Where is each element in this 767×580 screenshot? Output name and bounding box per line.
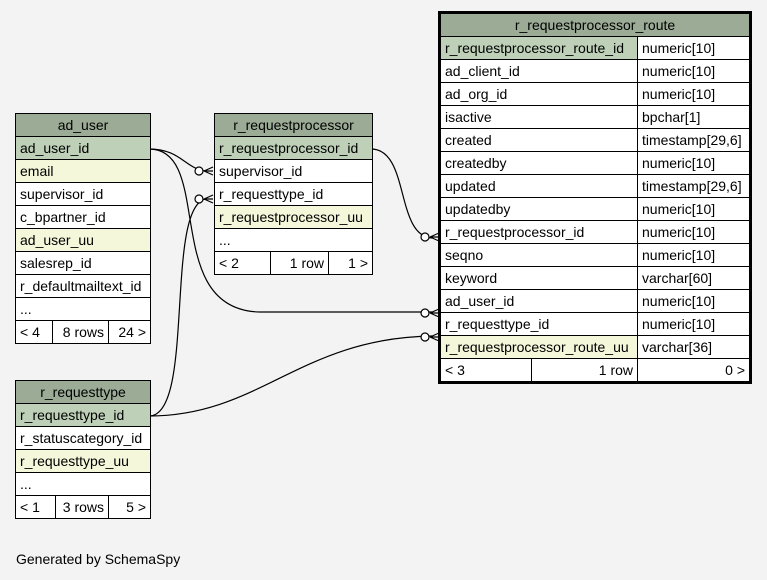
column-name[interactable]: createdby: [439, 151, 638, 175]
column-row[interactable]: c_bpartner_id: [14, 205, 152, 229]
row-count: 3 rows: [55, 495, 109, 519]
edge-end-circle: [420, 232, 430, 242]
column-row[interactable]: r_requesttype_id: [213, 182, 374, 206]
column-row[interactable]: salesrep_id: [14, 251, 152, 275]
column-type: varchar[36]: [636, 335, 752, 359]
column-type: timestamp[29,6]: [636, 174, 752, 198]
column-row[interactable]: ad_user_uu: [14, 228, 152, 252]
row-count: 1 row: [531, 358, 638, 383]
parents-count: < 4: [15, 320, 53, 344]
children-count: 24 >: [107, 320, 152, 344]
column-type: bpchar[1]: [636, 105, 752, 129]
column-row[interactable]: email: [14, 159, 152, 183]
column-name[interactable]: updated: [439, 174, 638, 198]
column-name[interactable]: r_requesttype_id: [439, 312, 638, 336]
column-row[interactable]: ad_user_id: [14, 136, 152, 160]
table-title[interactable]: r_requesttype: [14, 380, 152, 404]
column-name[interactable]: created: [439, 128, 638, 152]
column-type: numeric[10]: [636, 82, 752, 106]
edge-end-circle: [194, 166, 204, 176]
edge-end-circle: [420, 308, 430, 318]
column-name[interactable]: r_requestprocessor_route_id: [439, 36, 638, 60]
column-name[interactable]: ad_client_id: [439, 59, 638, 83]
table-r_requestprocessor_route[interactable]: r_requestprocessor_route r_requestproces…: [438, 11, 753, 384]
crowfoot-icon: [203, 166, 214, 176]
column-type: numeric[10]: [636, 59, 752, 83]
column-row[interactable]: supervisor_id: [14, 182, 152, 206]
column-name[interactable]: ad_org_id: [439, 82, 638, 106]
column-row[interactable]: r_requestprocessor_id: [213, 136, 374, 160]
column-row[interactable]: r_requestprocessor_uu: [213, 205, 374, 229]
column-type: numeric[10]: [636, 151, 752, 175]
column-name[interactable]: ad_user_id: [439, 289, 638, 313]
column-row[interactable]: r_requesttype_id: [14, 403, 152, 427]
row-count: 8 rows: [52, 320, 109, 344]
table-r_requestprocessor[interactable]: r_requestprocessor r_requestprocessor_id…: [213, 113, 374, 275]
table-r_requesttype[interactable]: r_requesttype r_requesttype_id r_statusc…: [14, 380, 152, 519]
children-count: 0 >: [636, 358, 752, 383]
crowfoot-icon: [203, 194, 214, 204]
column-type: numeric[10]: [636, 289, 752, 313]
column-type: numeric[10]: [636, 312, 752, 336]
column-type: numeric[10]: [636, 197, 752, 221]
column-type: numeric[10]: [636, 220, 752, 244]
edge-supervisor: [148, 148, 206, 172]
column-name[interactable]: r_requestprocessor_id: [439, 220, 638, 244]
column-name[interactable]: isactive: [439, 105, 638, 129]
column-row: ...: [213, 228, 374, 252]
children-count: 5 >: [107, 495, 152, 519]
edge-requestprocessor-route: [370, 148, 433, 239]
parents-count: < 3: [439, 358, 532, 383]
table-title[interactable]: r_requestprocessor: [213, 113, 374, 137]
edge-requesttype-processor: [148, 198, 206, 417]
generated-by-text: Generated by SchemaSpy: [16, 551, 181, 567]
column-name[interactable]: updatedby: [439, 197, 638, 221]
parents-count: < 2: [214, 251, 271, 275]
row-count: 1 row: [270, 251, 329, 275]
edge-end-circle: [420, 332, 430, 342]
column-row: ...: [14, 472, 152, 496]
column-type: numeric[10]: [636, 36, 752, 60]
column-type: timestamp[29,6]: [636, 128, 752, 152]
children-count: 1 >: [327, 251, 374, 275]
parents-count: < 1: [15, 495, 56, 519]
column-row[interactable]: r_statuscategory_id: [14, 426, 152, 450]
column-row[interactable]: supervisor_id: [213, 159, 374, 183]
table-title[interactable]: r_requestprocessor_route: [438, 12, 752, 37]
column-name[interactable]: r_requestprocessor_route_uu: [439, 335, 638, 359]
edge-end-circle: [194, 194, 204, 204]
edge-requesttype-route: [148, 335, 433, 417]
column-row[interactable]: r_requesttype_uu: [14, 449, 152, 473]
table-title[interactable]: ad_user: [14, 113, 152, 137]
column-type: numeric[10]: [636, 243, 752, 267]
column-row[interactable]: r_defaultmailtext_id: [14, 274, 152, 298]
column-name[interactable]: keyword: [439, 266, 638, 290]
column-name[interactable]: seqno: [439, 243, 638, 267]
column-row: ...: [14, 297, 152, 321]
table-ad_user[interactable]: ad_user ad_user_id email supervisor_id c…: [14, 113, 152, 344]
column-type: varchar[60]: [636, 266, 752, 290]
